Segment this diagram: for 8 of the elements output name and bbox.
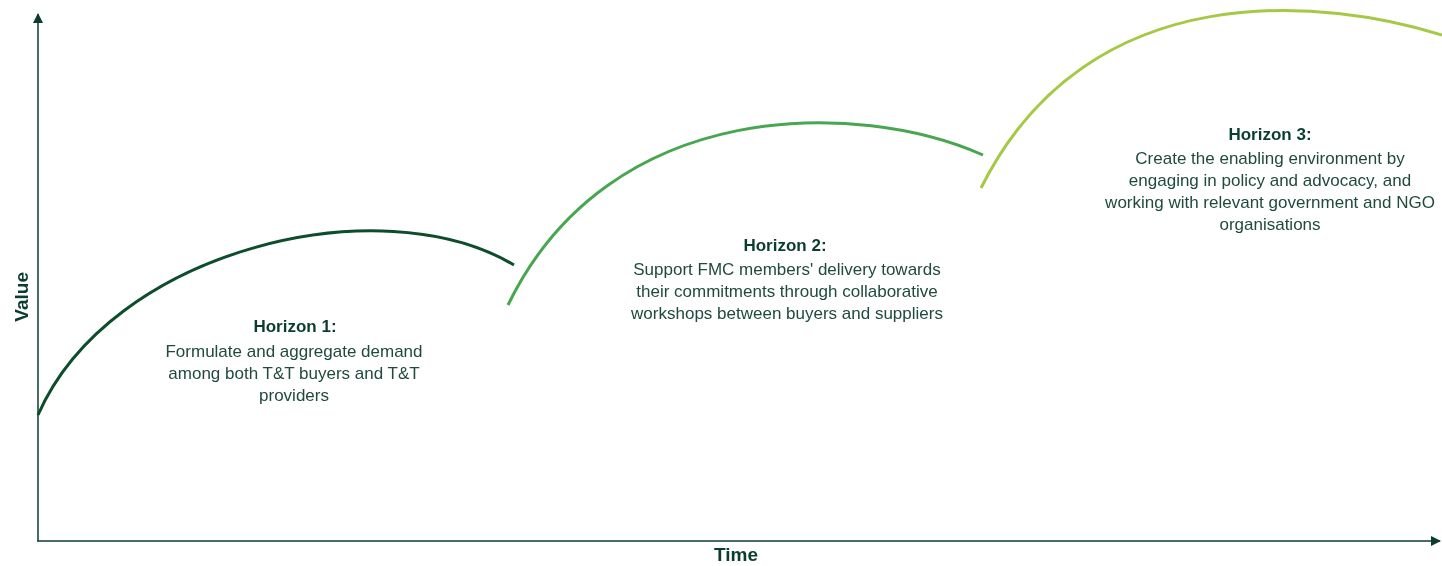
description: Formulate and aggregate demand among both T&T buyers and T&T providers	[164, 341, 424, 407]
heading: Horizon 3:	[1227, 124, 1313, 146]
axis-label: Value	[11, 272, 33, 322]
axis-label: Time	[713, 544, 759, 566]
heading: Horizon 2:	[742, 235, 828, 257]
heading: Horizon 1:	[252, 316, 338, 338]
description: Create the enabling environment by engaging in policy and advocacy, and working with relevant government and NGO organisations	[1104, 148, 1436, 236]
description: Support FMC members' delivery towards their commitments through collaborative workshops between buyers and suppliers	[630, 259, 944, 325]
